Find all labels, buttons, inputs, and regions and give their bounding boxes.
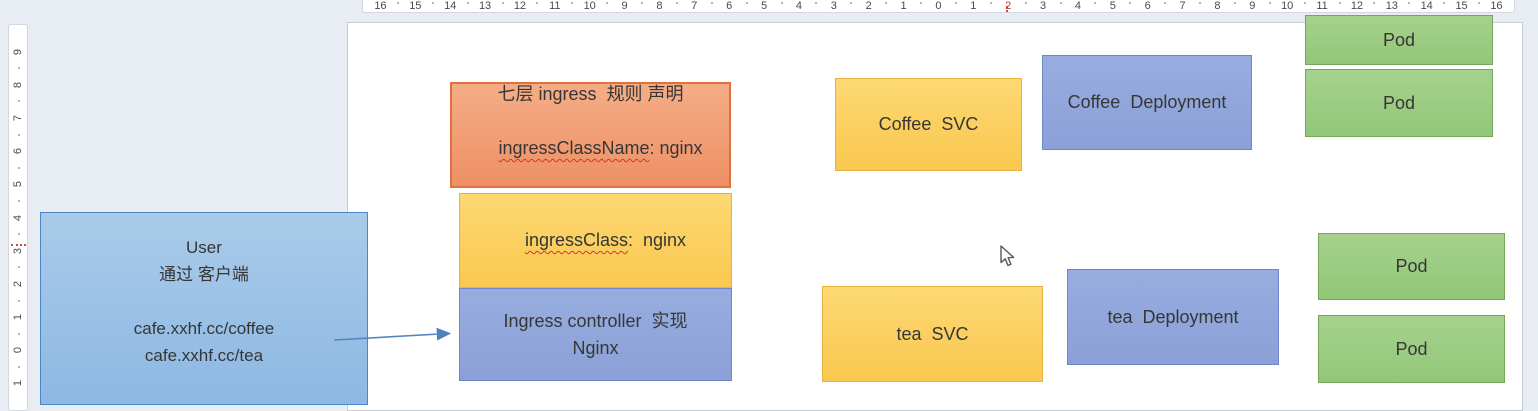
coffee-deployment-box[interactable]: Coffee Deployment: [1042, 55, 1252, 150]
ruler-number: 3: [9, 234, 27, 269]
pod-label: Pod: [1395, 338, 1428, 359]
horizontal-ruler[interactable]: 16 15 14 13 12 11 10 9 8 7 6 5 4 3 2 1 0…: [362, 0, 1515, 13]
spellcheck-underlined-text: ingressClassName: [498, 138, 650, 158]
ruler-number: 10: [572, 0, 608, 16]
tea-svc-box[interactable]: tea SVC: [822, 286, 1043, 382]
ruler-number: 3: [1026, 0, 1062, 16]
ruler-number: 14: [1409, 0, 1445, 16]
ruler-number: 12: [503, 0, 539, 16]
pod-label: Pod: [1395, 256, 1428, 276]
ruler-number: 2: [991, 0, 1027, 16]
ruler-number: 0: [921, 0, 957, 16]
ruler-number: 15: [1444, 0, 1480, 16]
ruler-number: 7: [1165, 0, 1201, 16]
spellcheck-underlined-text: ingressClass: [524, 230, 628, 250]
ruler-number: 6: [9, 135, 27, 169]
ruler-number: 1: [9, 301, 27, 335]
ruler-number: 9: [9, 35, 27, 70]
ingress-controller-label: Ingress controller 实现 Nginx: [503, 310, 688, 358]
ruler-number: 15: [398, 0, 434, 16]
coffee-svc-label: Coffee SVC: [878, 114, 979, 134]
ruler-number: 7: [677, 0, 713, 16]
user-box-label: User 通过 客户端 cafe.xxhf.cc/coffee cafe.xxh…: [133, 238, 275, 365]
coffee-svc-box[interactable]: Coffee SVC: [835, 78, 1022, 171]
ruler-number: 16: [1490, 0, 1503, 12]
ruler-number: 5: [9, 168, 27, 203]
ruler-number: 9: [1235, 0, 1271, 16]
ruler-number: 0: [9, 334, 27, 369]
ruler-number: 3: [816, 0, 853, 16]
pod-label: Pod: [1382, 29, 1416, 50]
ruler-number: 1: [886, 0, 922, 16]
coffee-deployment-label: Coffee Deployment: [1067, 92, 1227, 112]
pod-box[interactable]: Pod: [1318, 233, 1505, 300]
ruler-number: 6: [712, 0, 748, 16]
ingress-class-label: ingressClass: nginx: [524, 230, 687, 250]
ruler-number: 5: [747, 0, 783, 16]
pod-box[interactable]: Pod: [1305, 15, 1493, 65]
ruler-number: 11: [1305, 0, 1341, 16]
ruler-number: 10: [1270, 0, 1306, 16]
ruler-number: 1: [956, 0, 992, 16]
ruler-cursor-mark-vertical: [11, 244, 26, 246]
ruler-number: 2: [851, 0, 887, 16]
ruler-number: 8: [642, 0, 678, 16]
ruler-number: 9: [607, 0, 643, 16]
ruler-number: 5: [1095, 0, 1132, 16]
ruler-number: 12: [1340, 0, 1376, 16]
ruler-number: 16: [363, 0, 399, 16]
pod-box[interactable]: Pod: [1318, 315, 1505, 383]
ingress-rule-label: 七层 ingress 规则 声明 ingressClassName: nginx: [497, 84, 703, 158]
tea-svc-label: tea SVC: [896, 323, 969, 344]
pod-label: Pod: [1382, 92, 1416, 113]
ruler-number: 4: [1061, 0, 1097, 16]
tea-deployment-label: tea Deployment: [1107, 306, 1239, 327]
ingress-controller-box[interactable]: Ingress controller 实现 Nginx: [459, 288, 732, 381]
ruler-number: 8: [1200, 0, 1236, 16]
ruler-number: 4: [9, 201, 27, 236]
ruler-number: 4: [782, 0, 818, 16]
user-box[interactable]: User 通过 客户端 cafe.xxhf.cc/coffee cafe.xxh…: [40, 212, 368, 405]
ingress-class-box[interactable]: ingressClass: nginx: [459, 193, 732, 288]
pod-box[interactable]: Pod: [1305, 69, 1493, 137]
ruler-number: 11: [537, 0, 574, 16]
vertical-ruler[interactable]: 9 8 7 6 5 4 3 2 1 0: [8, 24, 28, 411]
ingress-rule-box[interactable]: 七层 ingress 规则 声明 ingressClassName: nginx: [450, 82, 731, 188]
ruler-number: 6: [1130, 0, 1166, 16]
ruler-number: 8: [9, 68, 27, 103]
tea-deployment-box[interactable]: tea Deployment: [1067, 269, 1279, 365]
ruler-number: 1: [12, 380, 24, 387]
ruler-number: 14: [433, 0, 469, 16]
ruler-number: 7: [9, 101, 27, 136]
ruler-number: 2: [9, 267, 27, 302]
ruler-number: 13: [468, 0, 504, 16]
ruler-cursor-mark-horizontal: [1006, 6, 1008, 12]
ruler-number: 13: [1374, 0, 1411, 16]
